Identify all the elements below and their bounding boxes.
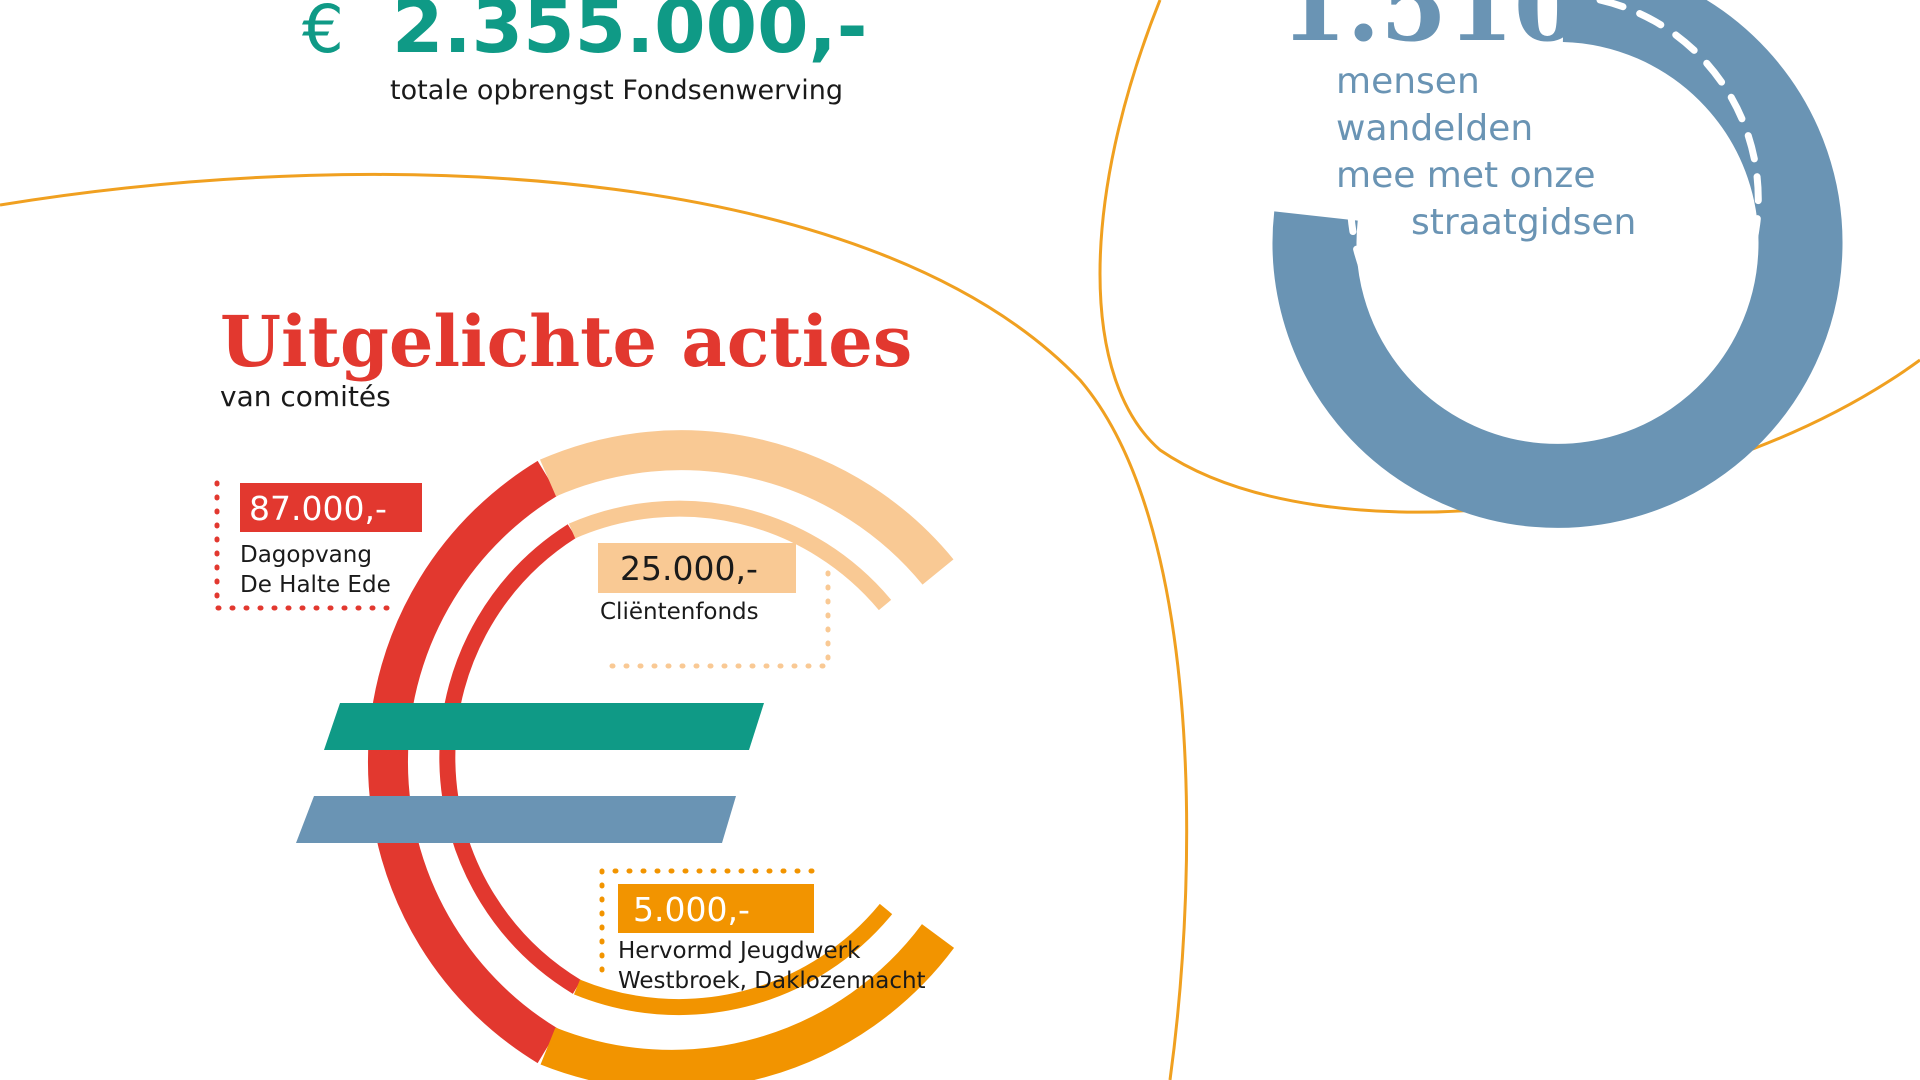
- fundraising-caption: totale opbrengst Fondsenwerving: [390, 75, 843, 106]
- action-jeugdwerk: 5.000,- Hervormd Jeugdwerk Westbroek, Da…: [599, 868, 926, 994]
- action-3-label-line-2: Westbroek, Daklozennacht: [618, 968, 926, 994]
- walkers-line-4: straatgidsen: [1411, 202, 1636, 243]
- fundraising-amount: 2.355.000,-: [392, 0, 867, 70]
- euro-bar-blue: [296, 796, 736, 843]
- featured-subtitle: van comités: [220, 380, 391, 413]
- action-1-label-line-1: Dagopvang: [240, 542, 372, 568]
- euro-inner-orange-arc: [573, 903, 893, 1016]
- walkers-count: 1.510: [1280, 0, 1581, 63]
- action-2-amount-box: [598, 543, 796, 593]
- road-ring: [1272, 0, 1843, 528]
- action-clientenfonds: 25.000,- Cliëntenfonds: [598, 543, 831, 669]
- action-3-amount-box: [618, 884, 814, 933]
- action-2-amount: 25.000,-: [620, 549, 758, 588]
- road-circle-icon: [1272, 0, 1843, 528]
- action-dagopvang: 87.000,- Dagopvang De Halte Ede: [214, 480, 422, 611]
- featured-title: Uitgelichte acties: [220, 300, 912, 383]
- euro-sign-icon: [296, 430, 955, 1080]
- action-3-amount: 5.000,-: [633, 890, 750, 929]
- euro-outer-orange-arc: [540, 924, 955, 1080]
- walkers-line-1: mensen: [1336, 61, 1480, 102]
- action-2-label-line-1: Cliëntenfonds: [600, 599, 759, 625]
- euro-outer-peach-arc: [539, 430, 954, 585]
- walkers-line-2: wandelden: [1336, 108, 1533, 149]
- euro-symbol: €: [302, 0, 344, 68]
- action-1-amount-box: [240, 483, 422, 532]
- walkers-line-3: mee met onze: [1336, 155, 1595, 196]
- action-3-dotted-bracket: [599, 868, 815, 985]
- action-1-label-line-2: De Halte Ede: [240, 572, 391, 598]
- euro-inner-peach-arc: [568, 500, 892, 611]
- action-1-dotted-bracket: [214, 480, 403, 611]
- euro-outer-red-arc: [368, 460, 559, 1064]
- decorative-line-left-arc: [0, 173, 1189, 1080]
- euro-inner-red-arc: [439, 524, 582, 994]
- action-3-label-line-1: Hervormd Jeugdwerk: [618, 938, 861, 964]
- euro-bar-teal: [324, 703, 764, 750]
- road-dash-line: [1347, 0, 1762, 407]
- action-1-amount: 87.000,-: [249, 489, 387, 528]
